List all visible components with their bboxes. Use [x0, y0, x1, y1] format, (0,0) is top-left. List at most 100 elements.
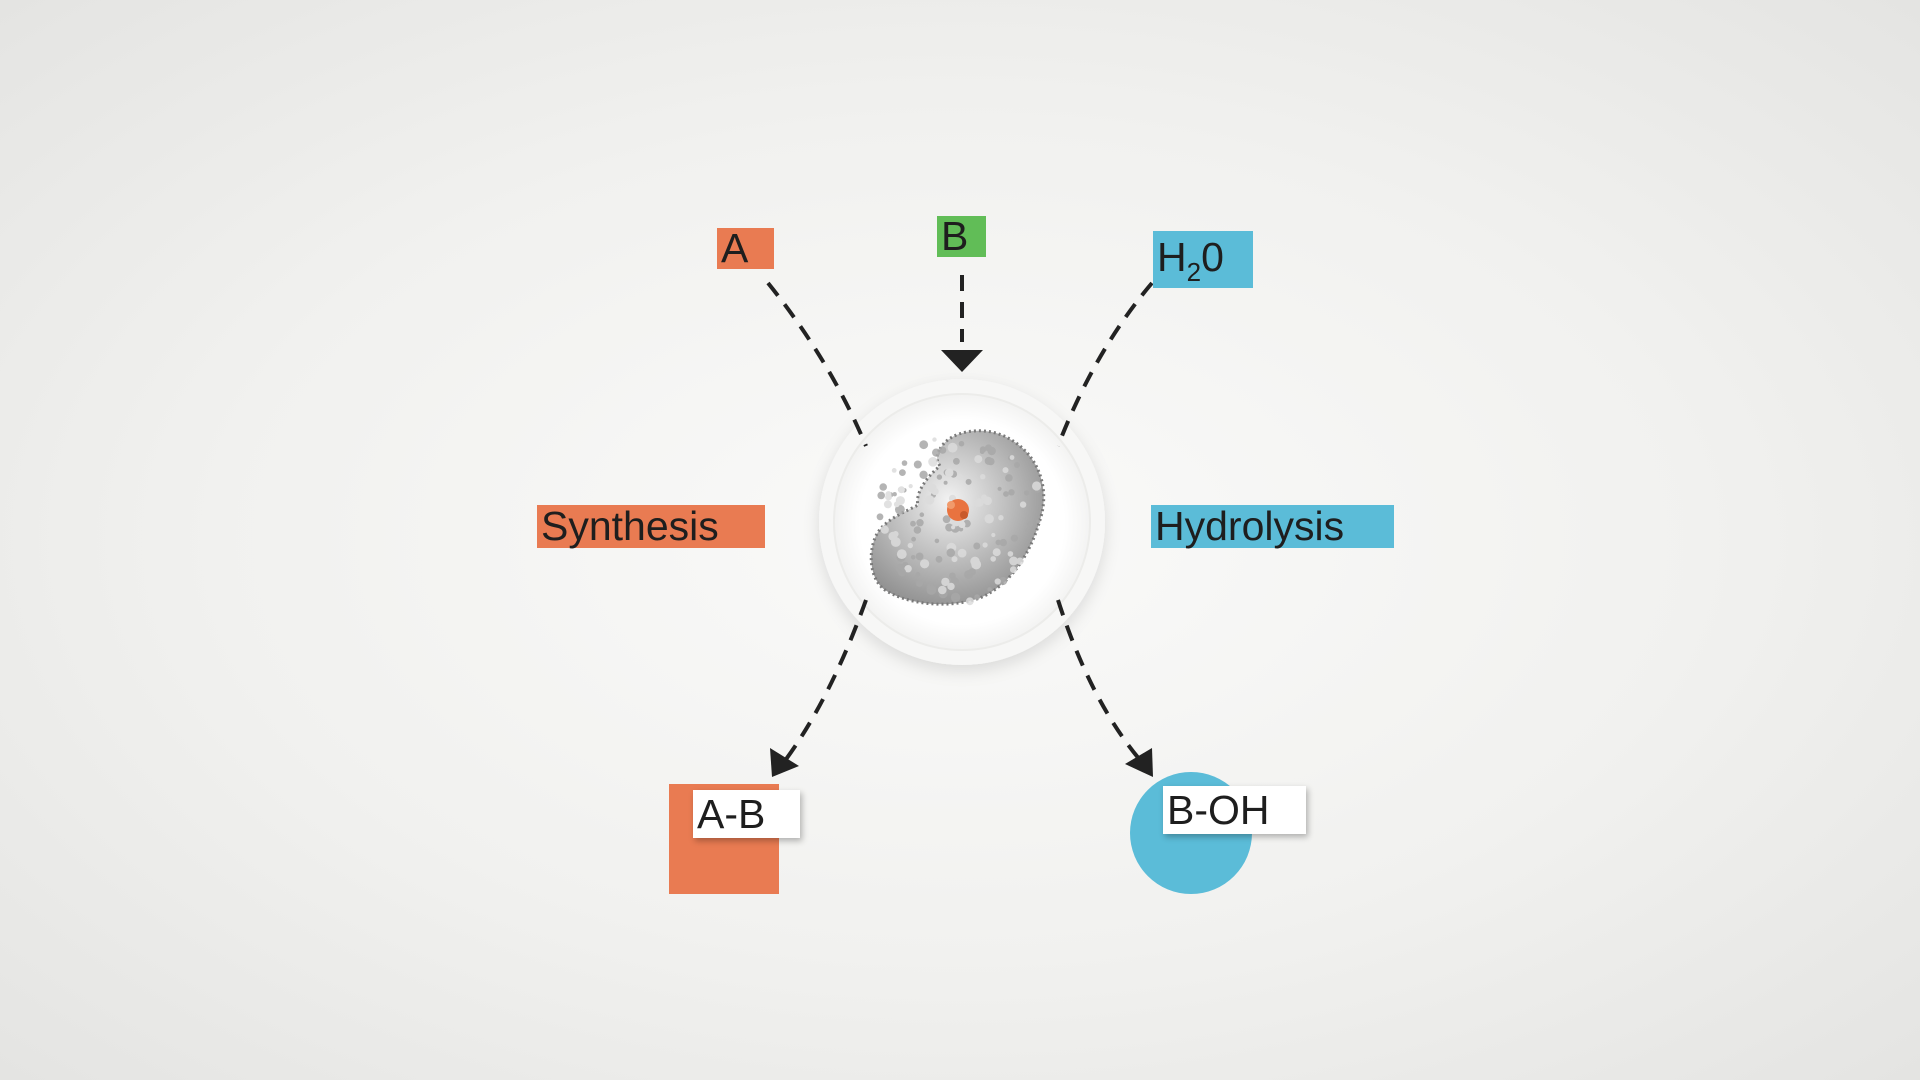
enzyme-texture-dot	[1009, 455, 1015, 460]
enzyme-texture-dot	[987, 587, 992, 592]
enzyme-texture-dot	[950, 592, 961, 603]
enzyme-texture-dot	[919, 440, 929, 450]
enzyme-texture-dot	[951, 525, 956, 530]
enzyme-texture-dot	[990, 556, 996, 562]
enzyme-texture-dot	[1002, 467, 1009, 474]
enzyme-texture-dot	[915, 572, 921, 577]
enzyme-texture-dot	[910, 520, 916, 527]
enzyme-texture-dot	[1007, 551, 1014, 557]
enzyme-texture-dot	[890, 537, 901, 547]
enzyme-texture-dot	[907, 542, 913, 549]
enzyme-texture-dot	[999, 538, 1007, 547]
enzyme-texture-dot	[951, 556, 958, 563]
enzyme-texture-dot	[883, 500, 892, 509]
product-boh-label: B-OH	[1163, 786, 1306, 834]
substrate-a-label: A	[717, 228, 774, 269]
enzyme-texture-dot	[916, 580, 923, 587]
enzyme-texture-dot	[995, 539, 1002, 546]
enzyme-texture-dot	[957, 548, 967, 558]
enzyme-texture-dot	[943, 480, 948, 485]
enzyme-texture-dot	[1010, 534, 1019, 542]
enzyme-texture-dot	[953, 578, 959, 583]
enzyme-texture-dot	[1027, 521, 1033, 527]
hydrolysis-label: Hydrolysis	[1151, 505, 1394, 548]
enzyme-texture-dot	[877, 491, 885, 500]
enzyme-texture-dot	[1023, 490, 1030, 496]
enzyme-texture-dot	[941, 577, 950, 587]
enzyme-texture-dot	[880, 525, 889, 534]
enzyme-texture-dot	[919, 512, 925, 517]
enzyme-texture-dot	[946, 548, 956, 557]
enzyme-texture-dot	[958, 440, 965, 447]
enzyme-texture-dot	[1016, 557, 1024, 565]
enzyme-texture-dot	[942, 515, 951, 524]
enzyme-texture-dot	[876, 513, 884, 521]
enzyme-texture-dot	[915, 552, 924, 561]
enzyme-texture-dot	[974, 594, 980, 600]
enzyme-texture-dot	[897, 486, 905, 494]
enzyme-texture-dot	[982, 542, 988, 548]
enzyme-texture-dot	[1025, 528, 1030, 533]
enzyme-texture-dot	[984, 514, 994, 524]
enzyme-texture-dot	[947, 582, 955, 591]
enzyme-texture-dot	[919, 470, 928, 479]
enzyme-texture-dot	[896, 549, 907, 559]
enzyme-texture-dot	[934, 538, 940, 544]
enzyme-texture-dot	[911, 536, 916, 542]
enzyme-texture-dot	[953, 457, 960, 465]
enzyme-texture-dot	[1036, 519, 1041, 524]
enzyme-texture-dot	[913, 460, 922, 469]
enzyme-texture-dot	[992, 548, 1001, 557]
enzyme-texture-dot	[1014, 462, 1020, 468]
product-ab-label: A-B	[693, 790, 800, 838]
arrow-a-to-enzyme	[766, 281, 868, 447]
enzyme-texture-dot	[998, 515, 1004, 521]
enzyme-texture-dot	[932, 448, 941, 457]
synthesis-label: Synthesis	[537, 505, 765, 548]
enzyme-texture-dot	[913, 526, 922, 534]
enzyme-texture-dot	[935, 555, 943, 563]
enzyme-texture-dot	[939, 446, 947, 454]
arrow-ab-head	[770, 748, 799, 777]
arrow-b-head	[941, 350, 983, 372]
enzyme-texture-dot	[1032, 481, 1042, 491]
arrow-water-to-enzyme	[1056, 281, 1154, 447]
enzyme-texture-dot	[901, 460, 908, 466]
enzyme-texture-dot	[968, 568, 976, 576]
enzyme-texture-dot	[925, 495, 935, 505]
enzyme-texture-dot	[987, 446, 996, 456]
arrow-enzyme-to-ab	[782, 599, 868, 764]
enzyme-texture-dot	[927, 483, 937, 493]
arrow-enzyme-to-boh	[1056, 599, 1142, 762]
enzyme-texture-dot	[980, 474, 986, 480]
enzyme-texture-dot	[974, 455, 983, 464]
enzyme-texture-dot	[904, 565, 912, 573]
substrate-b-label: B	[937, 216, 986, 257]
enzyme-texture-dot	[910, 555, 916, 560]
enzyme-texture-dot	[938, 585, 947, 595]
enzyme-texture-dot	[891, 468, 897, 473]
enzyme-texture-dot	[1010, 566, 1017, 574]
enzyme-texture-dot	[956, 473, 964, 481]
enzyme-texture-dot	[944, 468, 954, 478]
enzyme-texture-dot	[879, 483, 887, 491]
enzyme-texture-dot	[979, 449, 985, 455]
enzyme-texture-dot	[966, 597, 974, 606]
enzyme-texture-dot	[898, 568, 906, 577]
enzyme-texture-dot	[970, 556, 980, 566]
active-site-icon	[947, 499, 969, 521]
enzyme-texture-dot	[947, 442, 958, 453]
enzyme-texture-dot	[981, 494, 987, 501]
enzyme-texture-dot	[1003, 491, 1009, 497]
enzyme-texture-dot	[1008, 489, 1015, 496]
enzyme-texture-dot	[975, 498, 984, 507]
enzyme-texture-dot	[908, 484, 913, 489]
enzyme-texture-dot	[899, 469, 906, 476]
enzyme-texture-dot	[1005, 474, 1013, 482]
enzyme-texture-dot	[885, 491, 892, 498]
enzyme-texture-dot	[895, 504, 905, 515]
enzyme-texture-dot	[893, 501, 900, 508]
enzyme-texture-dot	[984, 456, 993, 465]
enzyme-texture-dot	[997, 486, 1002, 491]
